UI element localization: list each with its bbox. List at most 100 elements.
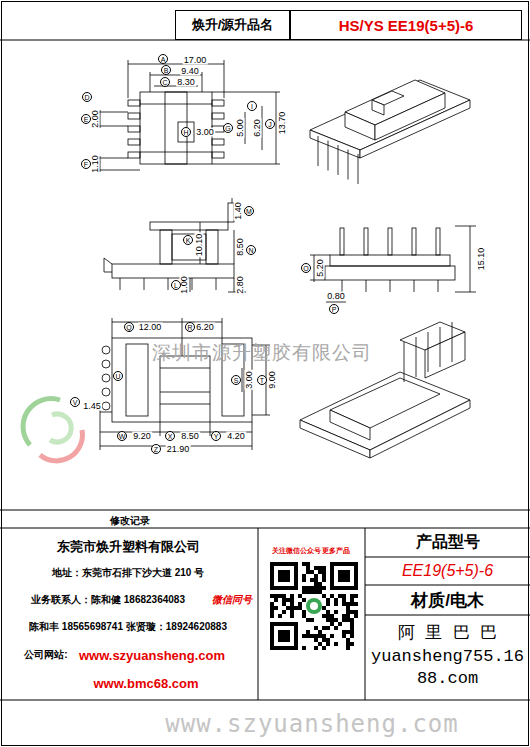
pin bbox=[452, 322, 453, 362]
qr-code bbox=[326, 610, 330, 614]
pin bbox=[348, 150, 349, 180]
qr-code bbox=[318, 582, 322, 586]
dimension-value: 13.70 bbox=[278, 111, 287, 136]
dimension-value: 6.20 bbox=[253, 118, 262, 138]
qr-code bbox=[290, 606, 294, 610]
pin bbox=[128, 126, 140, 132]
qr-code bbox=[318, 586, 322, 590]
pin bbox=[404, 342, 405, 382]
side-view bbox=[455, 226, 476, 227]
qr-code bbox=[322, 566, 326, 570]
callout-letter: U bbox=[113, 371, 123, 381]
top-view bbox=[262, 106, 263, 150]
front-view bbox=[234, 278, 235, 292]
callout-letter: X bbox=[165, 431, 175, 441]
front-view bbox=[112, 264, 234, 278]
isometric-view bbox=[345, 112, 375, 140]
qr-code bbox=[350, 598, 354, 602]
qr-code bbox=[298, 606, 302, 610]
pin bbox=[390, 280, 391, 292]
qr-code bbox=[314, 626, 318, 630]
callout-letter: O bbox=[301, 263, 311, 273]
qr-code bbox=[314, 566, 318, 570]
qr-code bbox=[318, 642, 322, 646]
callout-letter: Y bbox=[211, 431, 221, 441]
pin bbox=[144, 278, 145, 290]
dimension-value: 8.50 bbox=[180, 432, 200, 441]
qr-code bbox=[330, 634, 334, 638]
front-view bbox=[206, 230, 218, 264]
sheet-frame bbox=[0, 700, 530, 701]
front-view bbox=[160, 230, 172, 264]
qr-code bbox=[350, 610, 354, 614]
model-heading-cell: 产品型号 bbox=[365, 528, 530, 557]
cell-text: 产品型号 bbox=[416, 532, 480, 553]
bottom-view bbox=[210, 404, 211, 436]
qr-code bbox=[330, 614, 334, 618]
header-value-cell: HS/YS EE19(5+5)-6 bbox=[290, 10, 522, 40]
qr-code bbox=[310, 590, 314, 594]
qr-code bbox=[314, 586, 318, 590]
pin bbox=[440, 327, 441, 367]
qr-code bbox=[330, 562, 358, 590]
callout-letter: D bbox=[82, 92, 92, 102]
qr-code bbox=[310, 634, 314, 638]
isometric-view bbox=[330, 410, 370, 440]
dimension-value: 9.00 bbox=[268, 370, 277, 390]
qr-code bbox=[334, 566, 354, 586]
qr-code bbox=[302, 590, 306, 594]
qr-code bbox=[310, 586, 314, 590]
top-view bbox=[245, 112, 246, 144]
qr-code bbox=[346, 602, 350, 606]
sheet-frame bbox=[365, 615, 530, 616]
qr-code bbox=[334, 626, 338, 630]
qr-code bbox=[342, 602, 346, 606]
callout-letter: W bbox=[117, 431, 127, 441]
qr-code bbox=[298, 594, 302, 598]
dimension-value: 5.20 bbox=[316, 258, 325, 278]
top-view bbox=[96, 158, 128, 159]
side-view bbox=[325, 266, 455, 280]
top-view bbox=[96, 60, 280, 172]
qr-code bbox=[330, 618, 334, 622]
pin bbox=[102, 388, 110, 396]
qr-code bbox=[342, 598, 346, 602]
callout-letter: Q bbox=[124, 322, 134, 332]
footer-watermark: www.szyuansheng.com bbox=[165, 712, 459, 736]
contact-text: 陈和丰 18565698741 张贤璇：18924620883 bbox=[29, 622, 227, 632]
top-view bbox=[212, 92, 280, 93]
qr-code bbox=[274, 606, 278, 610]
top-view bbox=[150, 72, 151, 92]
callout-letter: Z bbox=[151, 444, 161, 454]
qr-code bbox=[306, 598, 322, 614]
qr-code bbox=[334, 618, 338, 622]
dimension-value: 0.80 bbox=[326, 292, 346, 301]
qr-code bbox=[318, 630, 322, 634]
qr-code bbox=[330, 622, 334, 626]
dimension-value: 10.10 bbox=[195, 233, 204, 258]
qr-code bbox=[322, 574, 326, 578]
pin bbox=[438, 280, 439, 292]
header-cell: 焕升/源升品名 bbox=[175, 10, 290, 40]
qr-code bbox=[282, 594, 286, 598]
watermark: 深圳市源升塑胶有限公司 bbox=[152, 343, 372, 362]
qr-code bbox=[302, 646, 306, 650]
dimension-value: 5.00 bbox=[236, 118, 245, 138]
pin bbox=[128, 152, 140, 158]
callout-letter: N bbox=[246, 245, 256, 255]
contact-text: 公司网站: bbox=[24, 650, 67, 660]
qr-caption: 关注微信公众号 更多产品 bbox=[272, 547, 351, 554]
front-view bbox=[232, 198, 233, 203]
qr-code bbox=[318, 566, 322, 570]
side-view bbox=[330, 255, 450, 266]
qr-code bbox=[330, 594, 334, 598]
qr-code bbox=[338, 594, 342, 598]
top-view bbox=[212, 164, 280, 165]
qr-code bbox=[270, 610, 274, 614]
qr-code bbox=[278, 614, 282, 618]
qr-code bbox=[306, 562, 310, 566]
bottom-view bbox=[222, 318, 223, 344]
top-view bbox=[276, 92, 277, 164]
qr-code bbox=[346, 614, 350, 618]
qr-code bbox=[354, 594, 358, 598]
